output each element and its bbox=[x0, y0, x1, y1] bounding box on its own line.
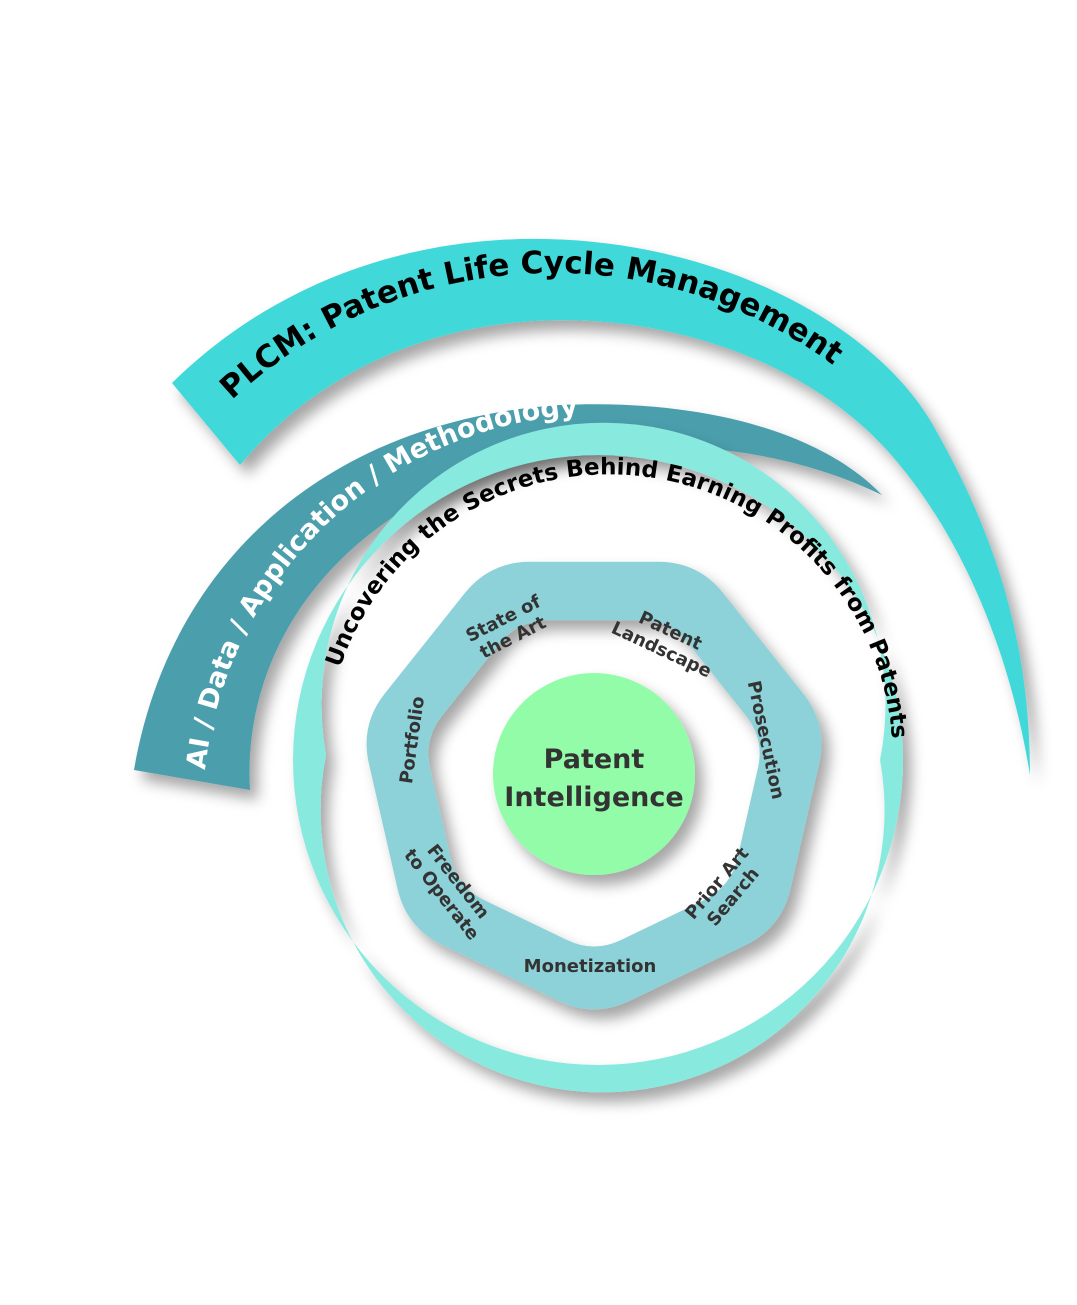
outer-arc-plcm bbox=[172, 238, 1030, 776]
segment-monetization: Monetization bbox=[524, 956, 657, 977]
core-circle bbox=[493, 673, 695, 875]
core-label-line-1: Patent bbox=[544, 744, 645, 775]
middle-arc-methodology bbox=[134, 404, 882, 790]
core-label-line-2: Intelligence bbox=[504, 782, 683, 813]
segment-label-line: Monetization bbox=[524, 956, 657, 977]
